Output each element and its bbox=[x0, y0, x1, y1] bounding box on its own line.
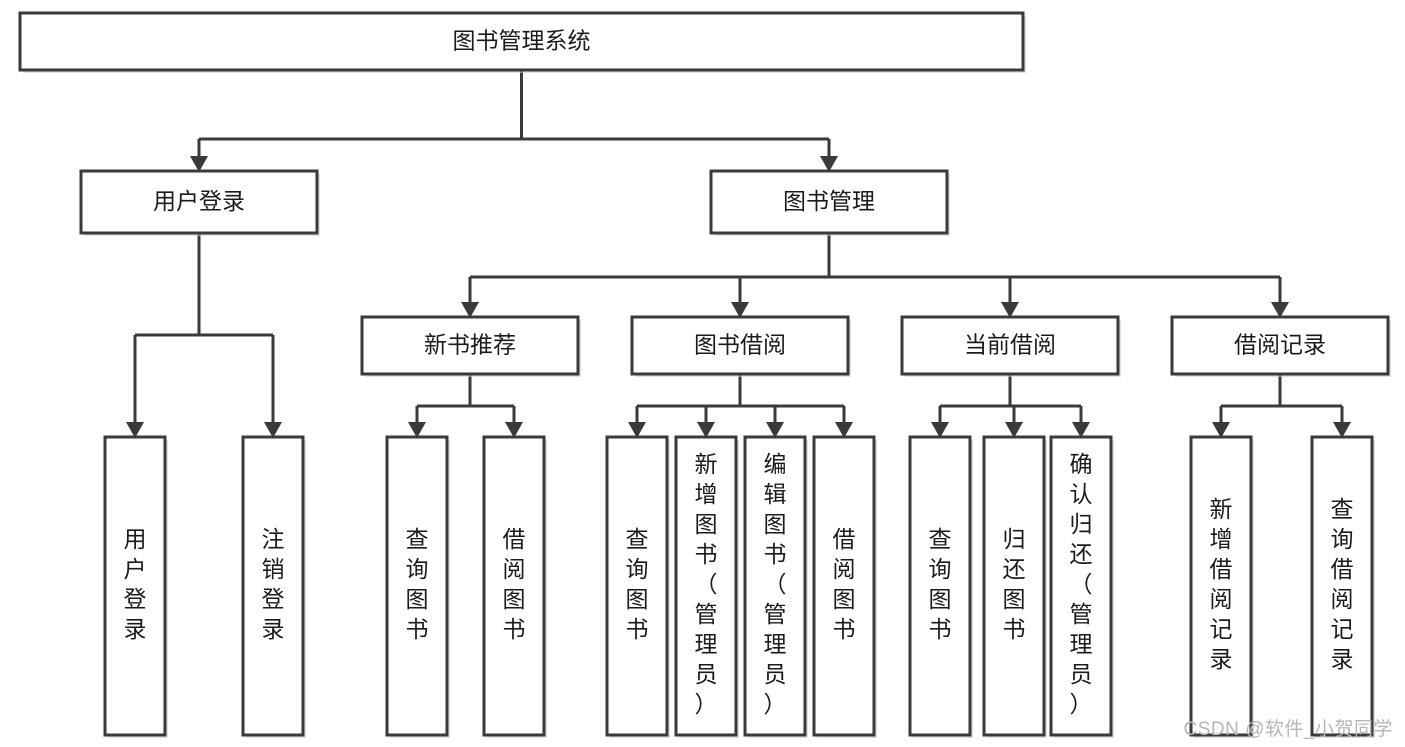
node-leaf-query-book-borrow[interactable]: 查询图书 bbox=[605, 435, 670, 738]
node-current-borrow[interactable]: 当前借阅 bbox=[900, 315, 1121, 377]
edge-group-current-borrow bbox=[931, 374, 1090, 438]
node-label: 归还图书 bbox=[1003, 526, 1026, 642]
node-rect[interactable] bbox=[674, 435, 738, 737]
arrow-head-icon bbox=[505, 422, 523, 438]
node-new-book-recommend[interactable]: 新书推荐 bbox=[360, 315, 581, 377]
node-borrow-record[interactable]: 借阅记录 bbox=[1170, 315, 1391, 377]
arrow-head-icon bbox=[731, 302, 749, 318]
node-rect[interactable] bbox=[908, 435, 972, 737]
edge-group-book-borrow bbox=[628, 374, 853, 438]
node-rect[interactable] bbox=[982, 435, 1046, 737]
edge-group-book-management bbox=[461, 233, 1289, 318]
arrow-head-icon bbox=[1271, 302, 1289, 318]
node-label: 新增借阅记录 bbox=[1210, 496, 1233, 672]
node-label: 图书管理 bbox=[783, 188, 875, 214]
node-leaf-add-borrow-record[interactable]: 新增借阅记录 bbox=[1189, 435, 1254, 738]
node-rect[interactable] bbox=[900, 315, 1120, 376]
node-label: 用户登录 bbox=[124, 526, 147, 642]
node-layer: 图书管理系统用户登录图书管理新书推荐图书借阅当前借阅借阅记录用户登录注销登录查询… bbox=[18, 11, 1391, 738]
connector-layer bbox=[126, 70, 1351, 438]
arrow-head-icon bbox=[461, 302, 479, 318]
node-label: 确认归还（管理员） bbox=[1070, 451, 1093, 717]
node-label: 查询图书 bbox=[626, 526, 649, 642]
node-rect[interactable] bbox=[241, 435, 305, 737]
node-label: 图书管理系统 bbox=[453, 28, 591, 54]
node-label: 借阅图书 bbox=[503, 526, 526, 642]
node-book-management[interactable]: 图书管理 bbox=[709, 169, 950, 236]
node-rect[interactable] bbox=[605, 435, 669, 737]
node-rect[interactable] bbox=[103, 435, 167, 737]
node-leaf-borrow-book[interactable]: 借阅图书 bbox=[812, 435, 877, 738]
arrow-head-icon bbox=[264, 422, 282, 438]
node-leaf-user-login[interactable]: 用户登录 bbox=[103, 435, 168, 738]
node-rect[interactable] bbox=[1170, 315, 1390, 376]
node-leaf-borrow-book-recommend[interactable]: 借阅图书 bbox=[482, 435, 547, 738]
node-leaf-query-book-recommend[interactable]: 查询图书 bbox=[385, 435, 450, 738]
node-user-login[interactable]: 用户登录 bbox=[79, 169, 320, 236]
edge-group-user-login bbox=[126, 233, 282, 438]
node-leaf-edit-book[interactable]: 编辑图书（管理员） bbox=[743, 435, 808, 738]
node-leaf-logout-login[interactable]: 注销登录 bbox=[241, 435, 306, 738]
node-rect[interactable] bbox=[812, 435, 876, 737]
node-rect[interactable] bbox=[482, 435, 546, 737]
node-rect[interactable] bbox=[1049, 435, 1113, 737]
node-root[interactable]: 图书管理系统 bbox=[18, 11, 1026, 73]
node-label: 编辑图书（管理员） bbox=[764, 451, 787, 717]
arrow-head-icon bbox=[766, 422, 784, 438]
node-rect[interactable] bbox=[1310, 435, 1374, 737]
edge-group-root bbox=[190, 70, 838, 172]
node-label: 借阅记录 bbox=[1234, 332, 1326, 358]
node-leaf-add-book[interactable]: 新增图书（管理员） bbox=[674, 435, 739, 738]
node-label: 用户登录 bbox=[153, 188, 245, 214]
arrow-head-icon bbox=[931, 422, 949, 438]
arrow-head-icon bbox=[1072, 422, 1090, 438]
arrow-head-icon bbox=[1333, 422, 1351, 438]
watermark-credit: CSDN @软件_小贺同学 bbox=[1183, 719, 1393, 740]
node-leaf-query-borrow-record[interactable]: 查询借阅记录 bbox=[1310, 435, 1375, 738]
arrow-head-icon bbox=[820, 156, 838, 172]
edge-group-borrow-record bbox=[1212, 374, 1351, 438]
node-leaf-confirm-return[interactable]: 确认归还（管理员） bbox=[1049, 435, 1114, 738]
node-rect[interactable] bbox=[79, 169, 319, 235]
node-leaf-return-book[interactable]: 归还图书 bbox=[982, 435, 1047, 738]
node-book-borrow[interactable]: 图书借阅 bbox=[630, 315, 851, 377]
node-label: 当前借阅 bbox=[964, 332, 1056, 358]
arrow-head-icon bbox=[628, 422, 646, 438]
node-label: 新增图书（管理员） bbox=[695, 451, 718, 717]
node-label: 新书推荐 bbox=[424, 332, 516, 358]
node-label: 查询图书 bbox=[929, 526, 952, 642]
arrow-head-icon bbox=[190, 156, 208, 172]
arrow-head-icon bbox=[1001, 302, 1019, 318]
node-rect[interactable] bbox=[630, 315, 850, 376]
node-rect[interactable] bbox=[1189, 435, 1253, 737]
arrow-head-icon bbox=[408, 422, 426, 438]
node-leaf-query-book-current[interactable]: 查询图书 bbox=[908, 435, 973, 738]
arrow-head-icon bbox=[697, 422, 715, 438]
node-label: 借阅图书 bbox=[833, 526, 856, 642]
node-rect[interactable] bbox=[385, 435, 449, 737]
node-rect[interactable] bbox=[18, 11, 1025, 72]
edge-group-new-book-recommend bbox=[408, 374, 523, 438]
arrow-head-icon bbox=[1005, 422, 1023, 438]
arrow-head-icon bbox=[126, 422, 144, 438]
node-rect[interactable] bbox=[360, 315, 580, 376]
node-rect[interactable] bbox=[743, 435, 807, 737]
node-label: 查询图书 bbox=[406, 526, 429, 642]
node-label: 注销登录 bbox=[262, 526, 285, 642]
node-label: 查询借阅记录 bbox=[1331, 496, 1354, 672]
arrow-head-icon bbox=[1212, 422, 1230, 438]
node-label: 图书借阅 bbox=[694, 332, 786, 358]
arrow-head-icon bbox=[835, 422, 853, 438]
node-rect[interactable] bbox=[709, 169, 949, 235]
